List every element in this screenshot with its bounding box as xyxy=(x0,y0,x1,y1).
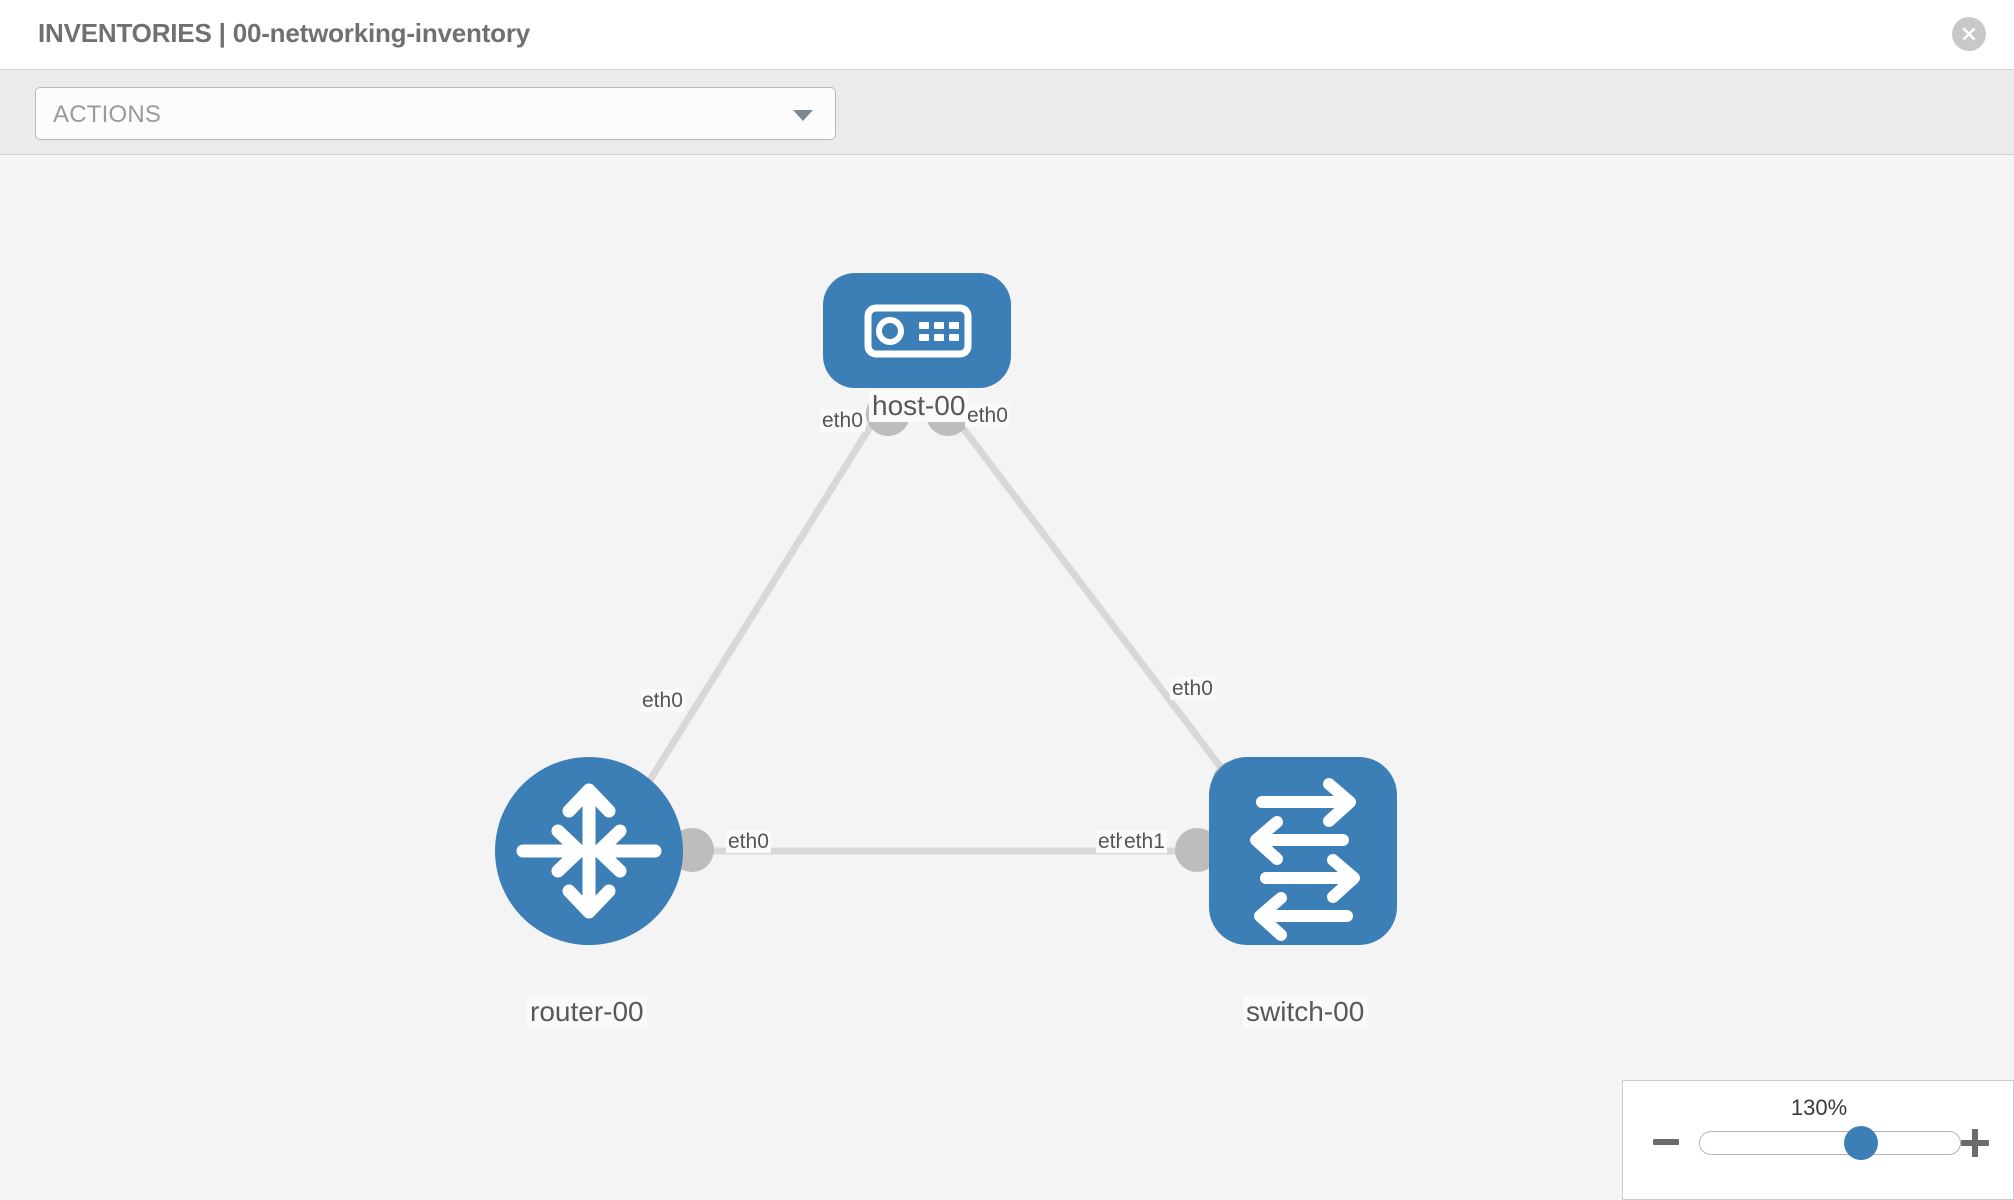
node-host-00 xyxy=(823,273,1011,388)
page-header: INVENTORIES | 00-networking-inventory xyxy=(0,0,2014,69)
zoom-slider-thumb[interactable] xyxy=(1844,1126,1879,1160)
node-router-00 xyxy=(495,757,683,945)
page-title: INVENTORIES | 00-networking-inventory xyxy=(38,18,531,48)
edge-label-router-eth0-uplink: eth0 xyxy=(640,689,685,713)
edge-host-switch xyxy=(947,408,1238,789)
port-switch-left xyxy=(1175,828,1219,872)
zoom-slider[interactable] xyxy=(1699,1126,1961,1160)
edge-label-switch-eth1-trunk: eth1 xyxy=(1122,830,1167,854)
node-label-router-00: router-00 xyxy=(527,996,647,1029)
zoom-level-value: 130% xyxy=(1790,1095,1848,1120)
close-icon[interactable] xyxy=(1952,17,1986,51)
node-switch-00 xyxy=(1209,757,1397,945)
chevron-down-icon xyxy=(793,110,813,121)
node-label-switch-00: switch-00 xyxy=(1243,996,1368,1029)
toolbar: ACTIONS SEARCH xyxy=(0,69,2014,209)
zoom-control-panel: 130% xyxy=(1622,1080,2014,1200)
actions-dropdown-label: ACTIONS xyxy=(53,101,162,128)
topology-canvas[interactable]: eth0 eth0 eth0 eth0 eth0 eth0 eth1 host-… xyxy=(0,156,2014,1200)
edge-label-host-eth0-left: eth0 xyxy=(820,409,865,433)
switch-arrows-icon xyxy=(1250,778,1360,941)
topology-ports xyxy=(670,392,1256,872)
router-arrows-icon xyxy=(516,783,662,919)
actions-dropdown[interactable]: ACTIONS xyxy=(35,87,836,140)
server-icon xyxy=(864,304,972,358)
zoom-out-button[interactable] xyxy=(1653,1139,1679,1145)
zoom-in-button[interactable] xyxy=(1961,1129,1989,1157)
edge-host-router xyxy=(637,409,883,798)
edge-label-host-eth0-right: eth0 xyxy=(965,404,1010,428)
edge-label-router-eth0-trunk: eth0 xyxy=(726,830,771,854)
node-label-host-00: host-00 xyxy=(869,390,969,423)
topology-edges xyxy=(637,408,1238,855)
edge-label-switch-eth0-uplink: eth0 xyxy=(1170,677,1215,701)
